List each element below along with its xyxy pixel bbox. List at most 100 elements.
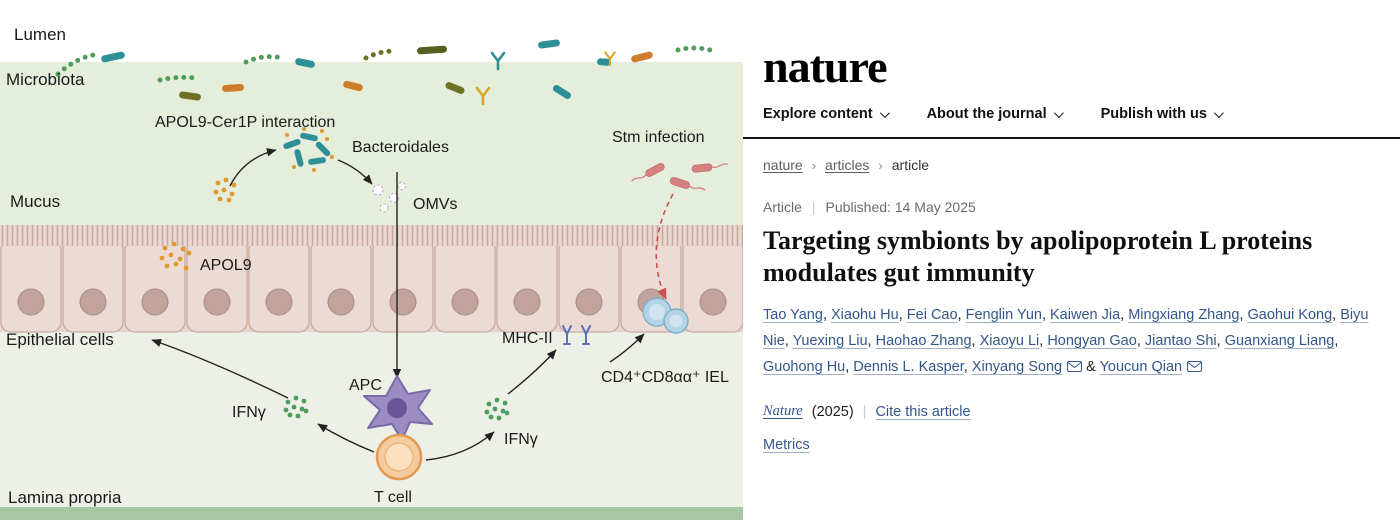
author-link[interactable]: Tao Yang — [763, 307, 823, 324]
author-separator: , — [1120, 307, 1129, 324]
email-icon[interactable] — [1187, 355, 1203, 381]
author-separator: , — [845, 359, 854, 376]
antibody-icon — [475, 86, 491, 106]
author-list: Tao Yang, Xiaohu Hu, Fei Cao, Fenglin Yu… — [763, 302, 1370, 381]
figure-panel: Lumen Microbiota APOL9-Cer1P interaction… — [0, 25, 743, 520]
label-t-cell: T cell — [374, 489, 412, 506]
author-link[interactable]: Gaohui Kong — [1247, 307, 1333, 324]
author-separator: , — [957, 307, 966, 324]
mhc2-icons — [562, 325, 591, 345]
author-link[interactable]: Fenglin Yun — [965, 307, 1042, 324]
author-link[interactable]: Biyu Nie — [763, 307, 1369, 350]
author-link[interactable]: Mingxiang Zhang — [1128, 307, 1240, 324]
author-link[interactable]: Xiaoyu Li — [979, 333, 1040, 350]
stm-bacteria — [631, 163, 728, 191]
author-separator: , — [1332, 307, 1341, 324]
nav-explore-content-label: Explore content — [763, 106, 873, 122]
author-separator: , — [898, 307, 907, 324]
stm-infection-arrow — [655, 193, 674, 300]
microbiota-bacteria — [55, 39, 713, 106]
author-link[interactable]: Yuexing Liu — [792, 333, 868, 350]
label-apol9: APOL9 — [200, 257, 252, 274]
label-lumen: Lumen — [14, 25, 66, 44]
label-mhc2: MHC-II — [502, 330, 553, 347]
author-separator: , — [1039, 333, 1048, 350]
breadcrumb-separator-icon: › — [811, 157, 817, 173]
nav-about-the-journal-label: About the journal — [926, 106, 1047, 122]
author-separator: , — [971, 333, 980, 350]
nature-logo[interactable]: nature — [763, 41, 887, 92]
nav-about-the-journal[interactable]: About the journal — [926, 106, 1064, 122]
journal-year: (2025) — [811, 403, 854, 420]
brush-border — [0, 225, 743, 246]
label-epithelial-cells: Epithelial cells — [6, 330, 114, 349]
author-link[interactable]: Guanxiang Liang — [1224, 333, 1335, 350]
nav-publish-with-us-label: Publish with us — [1100, 106, 1207, 122]
breadcrumb-articles[interactable]: articles — [825, 157, 870, 173]
lamina-propria-zone — [0, 332, 743, 508]
label-ifng-left: IFNγ — [232, 404, 266, 421]
metrics-link[interactable]: Metrics — [763, 437, 810, 454]
meta-divider: | — [811, 199, 816, 215]
chevron-down-icon — [1053, 107, 1064, 118]
nav-explore-content[interactable]: Explore content — [763, 106, 890, 122]
apol9-dots-upper — [213, 177, 237, 203]
cite-divider: | — [862, 403, 867, 420]
journal-link[interactable]: Nature — [763, 403, 803, 420]
bottom-band — [0, 507, 743, 520]
author-separator: , — [1334, 333, 1339, 350]
cite-this-article-link[interactable]: Cite this article — [875, 403, 971, 420]
author-link[interactable]: Xiaohu Hu — [831, 307, 899, 324]
label-stm-infection: Stm infection — [612, 129, 704, 146]
page-title: Targeting symbionts by apolipoprotein L … — [763, 226, 1313, 287]
label-iel: CD4⁺CD8αα⁺ IEL — [601, 369, 729, 386]
author-link[interactable]: Xinyang Song — [971, 359, 1063, 376]
author-separator: , — [822, 307, 831, 324]
author-link[interactable]: Jiantao Shi — [1144, 333, 1217, 350]
chevron-down-icon — [1213, 107, 1224, 118]
author-link[interactable]: Hongyan Gao — [1047, 333, 1137, 350]
author-separator: , — [784, 333, 793, 350]
author-link[interactable]: Youcun Qian — [1099, 359, 1183, 376]
breadcrumb-article: article — [891, 157, 930, 173]
label-bacteroidales: Bacteroidales — [352, 139, 449, 156]
nav-publish-with-us[interactable]: Publish with us — [1100, 106, 1224, 122]
label-apol9-cer1p: APOL9-Cer1P interaction — [155, 114, 335, 131]
author-link[interactable]: Guohong Hu — [763, 359, 846, 376]
antibody-icon — [604, 51, 616, 67]
label-apc: APC — [349, 377, 382, 394]
breadcrumb: nature › articles › article — [743, 157, 1400, 173]
author-separator: , — [963, 359, 972, 376]
label-microbiota: Microbiota — [6, 70, 85, 89]
figure-arrows — [151, 148, 645, 461]
author-link[interactable]: Haohao Zhang — [875, 333, 972, 350]
metrics-row: Metrics — [743, 437, 1400, 453]
breadcrumb-separator-icon: › — [878, 157, 883, 173]
ifng-dots-right — [484, 397, 510, 421]
published-date: Published: 14 May 2025 — [825, 199, 976, 215]
author-separator: & — [1082, 359, 1100, 376]
author-separator: , — [1136, 333, 1145, 350]
author-link[interactable]: Fei Cao — [906, 307, 958, 324]
iel-cells — [642, 297, 689, 334]
email-icon[interactable] — [1067, 355, 1083, 381]
breadcrumb-nature[interactable]: nature — [763, 157, 803, 173]
author-separator: , — [867, 333, 876, 350]
article-meta: Article | Published: 14 May 2025 — [743, 199, 1400, 215]
citation-row: Nature (2025) | Cite this article — [743, 403, 1400, 420]
article-type: Article — [763, 199, 802, 215]
author-separator: , — [1239, 307, 1248, 324]
bacteroidales-cluster — [283, 127, 334, 172]
label-mucus: Mucus — [10, 192, 60, 211]
author-link[interactable]: Dennis L. Kasper — [853, 359, 964, 376]
t-cell — [375, 433, 423, 481]
omv-vesicles — [372, 182, 406, 213]
author-separator: , — [1041, 307, 1051, 324]
antibody-icon — [490, 51, 506, 71]
label-lamina-propria: Lamina propria — [8, 488, 122, 507]
author-separator: , — [1216, 333, 1225, 350]
author-link[interactable]: Kaiwen Jia — [1050, 307, 1121, 324]
apol9-dots-mucus — [159, 241, 192, 271]
label-ifng-right: IFNγ — [504, 431, 538, 448]
